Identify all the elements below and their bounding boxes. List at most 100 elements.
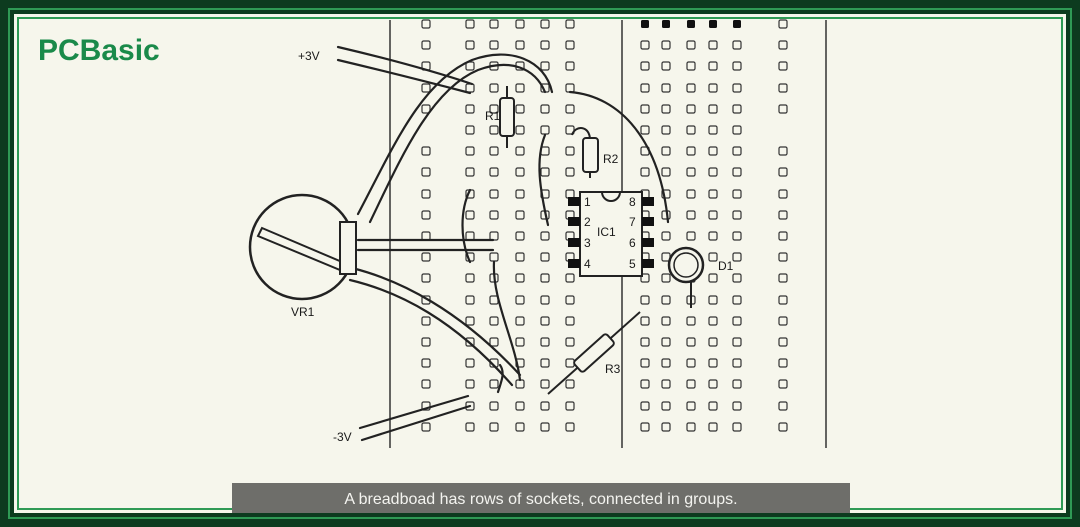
socket xyxy=(540,295,550,305)
socket xyxy=(515,40,525,50)
socket xyxy=(778,273,788,283)
socket xyxy=(421,189,431,199)
socket xyxy=(708,273,718,283)
socket xyxy=(565,189,575,199)
brand-logo: PCBasic xyxy=(38,34,160,67)
label-minus-3v: -3V xyxy=(333,430,352,444)
socket xyxy=(778,167,788,177)
socket xyxy=(540,401,550,411)
socket xyxy=(732,146,742,156)
socket xyxy=(515,422,525,432)
socket xyxy=(732,40,742,50)
frame-line-outer xyxy=(8,8,1072,519)
socket xyxy=(540,61,550,71)
socket xyxy=(661,273,671,283)
label-r3: R3 xyxy=(605,362,621,376)
socket xyxy=(465,167,475,177)
socket xyxy=(421,19,431,29)
socket xyxy=(778,231,788,241)
socket xyxy=(489,146,499,156)
socket xyxy=(489,40,499,50)
socket xyxy=(640,61,650,71)
ic-pin-label: 2 xyxy=(584,215,591,229)
socket xyxy=(686,401,696,411)
socket xyxy=(661,125,671,135)
socket xyxy=(661,61,671,71)
socket xyxy=(489,337,499,347)
socket xyxy=(489,210,499,220)
led-d1 xyxy=(667,246,705,308)
socket xyxy=(778,252,788,262)
socket xyxy=(540,337,550,347)
socket xyxy=(708,379,718,389)
socket xyxy=(565,83,575,93)
socket xyxy=(489,167,499,177)
socket xyxy=(778,379,788,389)
socket xyxy=(465,231,475,241)
socket xyxy=(515,401,525,411)
socket xyxy=(489,422,499,432)
socket xyxy=(515,231,525,241)
socket xyxy=(640,83,650,93)
socket xyxy=(732,337,742,347)
socket xyxy=(465,40,475,50)
socket xyxy=(708,125,718,135)
resistor-r3 xyxy=(547,311,641,395)
socket xyxy=(708,422,718,432)
socket xyxy=(515,316,525,326)
socket xyxy=(732,295,742,305)
socket xyxy=(708,252,718,262)
socket xyxy=(640,125,650,135)
caption-text: A breadboad has rows of sockets, connect… xyxy=(344,491,737,508)
socket xyxy=(421,231,431,241)
label-ic1: IC1 xyxy=(597,225,616,239)
socket xyxy=(565,401,575,411)
label-r2: R2 xyxy=(603,152,619,166)
socket xyxy=(489,401,499,411)
socket xyxy=(661,358,671,368)
socket xyxy=(662,20,670,28)
socket xyxy=(686,316,696,326)
socket xyxy=(565,40,575,50)
socket xyxy=(661,422,671,432)
socket xyxy=(540,316,550,326)
socket xyxy=(421,146,431,156)
socket xyxy=(421,337,431,347)
socket xyxy=(540,422,550,432)
socket xyxy=(732,422,742,432)
label-d1: D1 xyxy=(718,259,734,273)
socket xyxy=(686,146,696,156)
socket xyxy=(565,422,575,432)
socket xyxy=(515,337,525,347)
socket xyxy=(540,231,550,241)
socket xyxy=(565,337,575,347)
socket xyxy=(778,189,788,199)
socket xyxy=(641,20,649,28)
socket xyxy=(732,125,742,135)
socket xyxy=(565,146,575,156)
socket xyxy=(465,379,475,389)
socket xyxy=(489,83,499,93)
socket xyxy=(515,210,525,220)
socket xyxy=(708,104,718,114)
ic-pin-label: 8 xyxy=(629,195,636,209)
socket xyxy=(465,316,475,326)
socket xyxy=(540,167,550,177)
socket xyxy=(565,167,575,177)
socket xyxy=(732,167,742,177)
socket xyxy=(661,40,671,50)
socket xyxy=(778,422,788,432)
socket xyxy=(565,19,575,29)
socket xyxy=(489,19,499,29)
socket xyxy=(778,337,788,347)
socket xyxy=(708,167,718,177)
socket xyxy=(565,61,575,71)
socket xyxy=(686,104,696,114)
socket xyxy=(661,146,671,156)
socket xyxy=(540,125,550,135)
socket xyxy=(732,358,742,368)
socket xyxy=(489,104,499,114)
socket xyxy=(489,252,499,262)
socket xyxy=(686,379,696,389)
